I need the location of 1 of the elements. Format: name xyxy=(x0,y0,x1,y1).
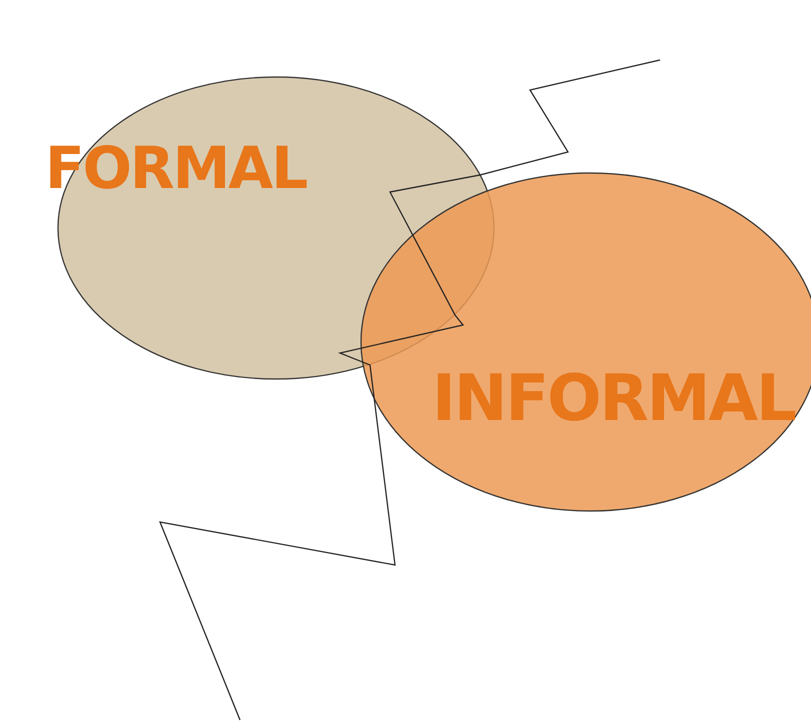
set-label: INFORMAL xyxy=(432,362,795,436)
